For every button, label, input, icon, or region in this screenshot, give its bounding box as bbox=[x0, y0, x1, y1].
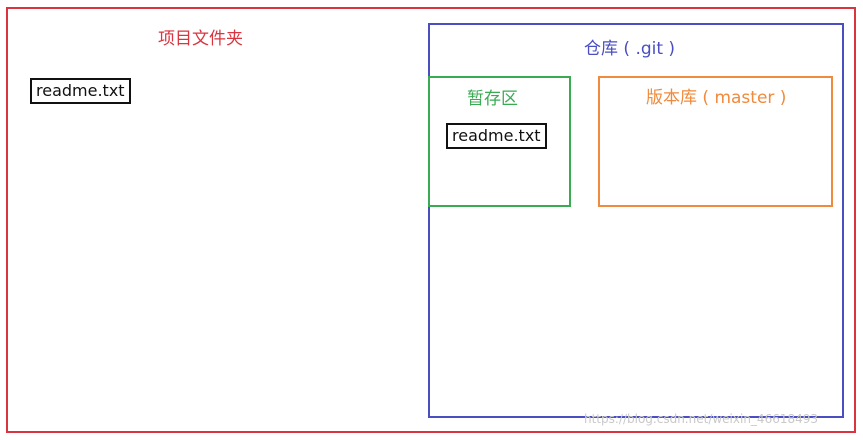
repository-box bbox=[428, 23, 844, 418]
version-store-box bbox=[598, 76, 833, 207]
staging-readme-file: readme.txt bbox=[446, 123, 547, 149]
repository-label: 仓库 ( .git ) bbox=[584, 39, 676, 59]
staging-area-label: 暂存区 bbox=[467, 89, 518, 109]
project-folder-label: 项目文件夹 bbox=[158, 29, 243, 49]
staging-area-box bbox=[428, 76, 571, 207]
watermark: https://blog.csdn.net/weixin_46618493 bbox=[584, 412, 819, 426]
project-folder-box bbox=[6, 7, 856, 433]
version-store-label: 版本库 ( master ) bbox=[646, 88, 787, 108]
project-readme-file: readme.txt bbox=[30, 78, 131, 104]
